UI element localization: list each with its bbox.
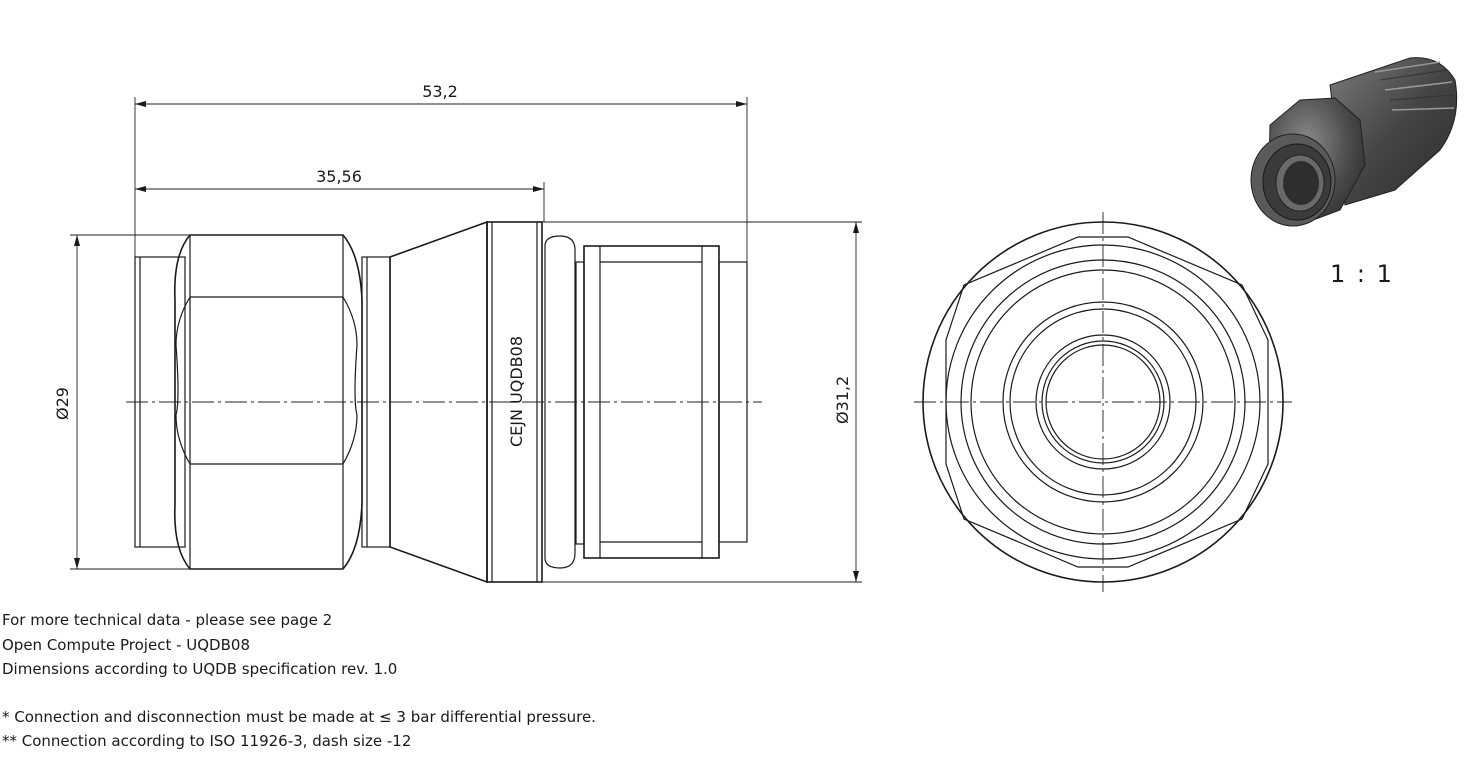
note-pressure: * Connection and disconnection must be m… [2, 707, 596, 726]
scale-label: 1 : 1 [1330, 260, 1394, 288]
note-project: Open Compute Project - UQDB08 [2, 635, 250, 654]
dim-overall-length-label: 53,2 [422, 82, 458, 101]
notes-block: For more technical data - please see pag… [2, 608, 596, 754]
note-dimensions-spec: Dimensions according to UQDB specificati… [2, 660, 398, 678]
part-marking: CEJN UQDB08 [507, 336, 526, 447]
dim-partial-length-label: 35,56 [316, 167, 362, 186]
dim-diameter-left-label: Ø29 [53, 387, 72, 420]
3d-preview-image [1250, 57, 1458, 227]
note-connection-iso: ** Connection according to ISO 11926-3, … [2, 732, 412, 750]
end-view [914, 212, 1292, 592]
hex-profile [945, 236, 1269, 568]
o-ring [544, 235, 576, 569]
note-technical-data: For more technical data - please see pag… [2, 611, 333, 629]
dim-diameter-right-label: Ø31,2 [833, 376, 852, 424]
side-view: CEJN UQDB08 53,2 35,56 Ø29 Ø31,2 [53, 82, 862, 584]
